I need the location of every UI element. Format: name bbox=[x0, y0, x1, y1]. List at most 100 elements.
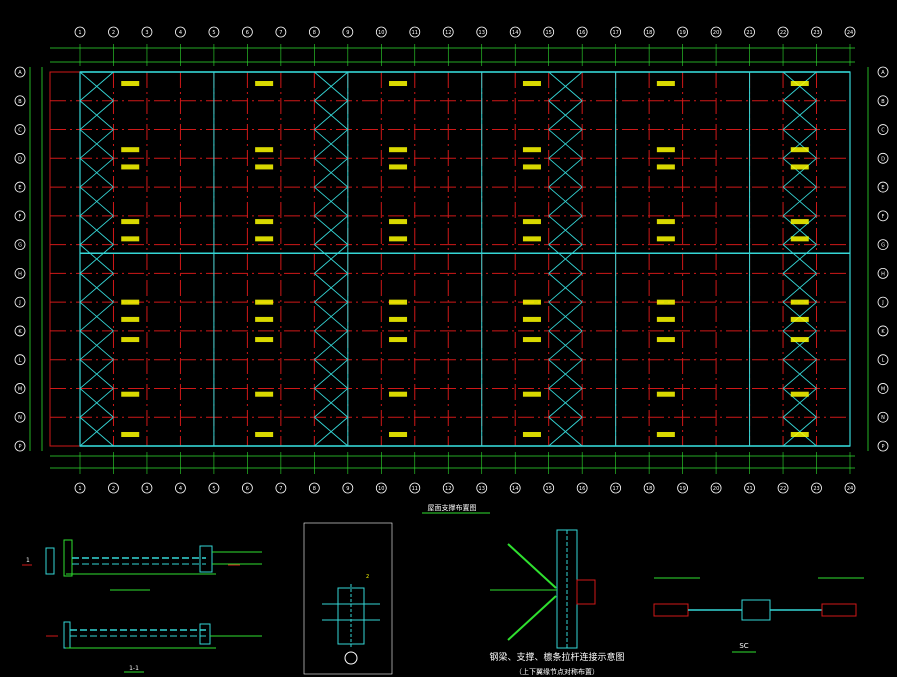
detail-2-subtitle: （上下翼缘节点对称布置） bbox=[515, 667, 599, 676]
col-bubble-top-circle bbox=[610, 26, 622, 38]
member-tag bbox=[790, 164, 809, 170]
col-bubble-top-circle bbox=[744, 26, 755, 38]
brace-diagonal bbox=[314, 330, 349, 361]
member-tag bbox=[790, 316, 809, 322]
member-tag bbox=[656, 431, 675, 437]
row-bubble-right-label: B bbox=[881, 99, 885, 105]
col-bubble-bottom-label: 1 bbox=[78, 486, 81, 492]
member-tag bbox=[656, 164, 675, 170]
row-bubble-right-circle bbox=[877, 411, 889, 423]
brace-diagonal bbox=[548, 71, 583, 102]
member-tag bbox=[121, 164, 140, 170]
detail-1-right-plate bbox=[199, 545, 213, 573]
brace-diagonal bbox=[314, 71, 349, 102]
svg-text:2: 2 bbox=[366, 574, 369, 580]
member-tag bbox=[389, 431, 408, 437]
brace-diagonal bbox=[79, 301, 114, 332]
col-bubble-top-label: 9 bbox=[346, 30, 349, 36]
member-tag bbox=[255, 431, 274, 437]
col-bubble-bottom-circle bbox=[677, 482, 689, 494]
detail-column-bubble bbox=[344, 651, 358, 665]
member-tag bbox=[255, 316, 274, 322]
row-bubble-right-circle bbox=[877, 267, 889, 279]
member-tag bbox=[255, 147, 274, 153]
detail-2-brace-upper bbox=[507, 543, 557, 589]
brace-diagonal bbox=[314, 100, 349, 130]
col-bubble-top-circle bbox=[811, 26, 822, 38]
member-tag bbox=[656, 81, 675, 87]
member-tag bbox=[522, 337, 541, 343]
row-bubble-left-circle bbox=[14, 124, 26, 135]
row-bubble-left-circle bbox=[14, 325, 26, 337]
col-bubble-top-circle bbox=[108, 26, 119, 38]
col-bubble-bottom-label: 8 bbox=[313, 486, 316, 492]
brace-diagonal bbox=[79, 388, 114, 418]
member-tag bbox=[522, 81, 541, 87]
plan-title: 屋面支撑布置图 bbox=[428, 503, 477, 512]
detail-3-right-end bbox=[821, 603, 857, 617]
col-bubble-top-circle bbox=[375, 26, 387, 38]
dimension-lines bbox=[29, 44, 869, 474]
row-bubble-right-label: K bbox=[881, 329, 885, 335]
row-bubble-right-label: C bbox=[881, 128, 885, 134]
col-bubble-top-circle bbox=[677, 26, 689, 38]
col-bubble-top-circle bbox=[710, 26, 722, 38]
col-bubble-bottom-circle bbox=[308, 482, 320, 494]
col-bubble-bottom-label: 6 bbox=[246, 486, 249, 492]
col-bubble-top-label: 5 bbox=[212, 30, 215, 36]
brace-diagonal bbox=[79, 273, 114, 303]
detail-1b-section-label: 1-1 bbox=[129, 665, 139, 672]
row-bubble-right-circle bbox=[877, 124, 889, 135]
col-bubble-bottom-circle bbox=[543, 482, 555, 494]
col-bubble-top-label: 17 bbox=[612, 30, 618, 36]
col-bubble-top-label: 6 bbox=[246, 30, 249, 36]
col-bubble-top-circle bbox=[275, 26, 287, 38]
brace-diagonal bbox=[782, 244, 817, 274]
col-bubble-top-circle bbox=[241, 26, 253, 38]
member-tag bbox=[255, 81, 274, 87]
col-bubble-top-circle bbox=[509, 26, 521, 38]
row-bubble-right-circle bbox=[877, 239, 889, 251]
row-bubble-left-circle bbox=[14, 354, 26, 366]
member-tag bbox=[121, 337, 140, 343]
row-bubble-left-circle bbox=[14, 210, 26, 222]
member-tag bbox=[121, 147, 140, 153]
brace-diagonal bbox=[782, 157, 817, 188]
brace-diagonal bbox=[79, 71, 114, 102]
col-bubble-bottom-label: 23 bbox=[813, 486, 819, 492]
brace-diagonal bbox=[782, 416, 817, 447]
col-bubble-top-circle bbox=[342, 26, 354, 38]
row-bubble-left-circle bbox=[14, 66, 26, 78]
col-bubble-top-circle bbox=[175, 26, 186, 38]
row-bubble-left-label: G bbox=[18, 243, 22, 249]
col-bubble-bottom-label: 16 bbox=[579, 486, 585, 492]
col-bubble-bottom-circle bbox=[342, 482, 354, 494]
brace-diagonal bbox=[782, 388, 817, 418]
brace-diagonal bbox=[548, 186, 583, 217]
col-bubble-bottom-label: 4 bbox=[179, 486, 182, 492]
col-bubble-bottom-label: 20 bbox=[713, 486, 719, 492]
col-bubble-bottom-label: 14 bbox=[512, 486, 518, 492]
brace-diagonal bbox=[314, 215, 349, 245]
col-bubble-top-circle bbox=[308, 26, 320, 38]
col-bubble-top-label: 3 bbox=[145, 30, 148, 36]
member-tag bbox=[790, 236, 809, 242]
row-bubble-right-circle bbox=[877, 210, 889, 222]
detail-2-connection: 钢梁、支撑、檩条拉杆连接示意图 （上下翼缘节点对称布置） bbox=[489, 529, 625, 676]
col-bubble-bottom-label: 5 bbox=[212, 486, 215, 492]
col-bubble-top-circle bbox=[409, 26, 421, 38]
row-bubble-right-circle bbox=[877, 152, 889, 164]
brace-diagonal bbox=[782, 301, 817, 332]
col-bubble-top-circle bbox=[543, 26, 555, 38]
row-bubble-right-circle bbox=[877, 354, 889, 366]
detail-1-rod-elevation: 1 1-1 bbox=[22, 539, 262, 673]
col-bubble-top-label: 13 bbox=[479, 30, 485, 36]
row-bubble-left-label: E bbox=[18, 185, 21, 191]
member-tag bbox=[121, 299, 140, 305]
col-bubble-bottom-circle bbox=[844, 482, 856, 494]
brace-diagonal bbox=[314, 157, 349, 188]
col-bubble-bottom-circle bbox=[509, 482, 521, 494]
brace-diagonal bbox=[782, 359, 817, 389]
col-bubble-bottom-label: 12 bbox=[445, 486, 451, 492]
member-tag bbox=[790, 147, 809, 153]
